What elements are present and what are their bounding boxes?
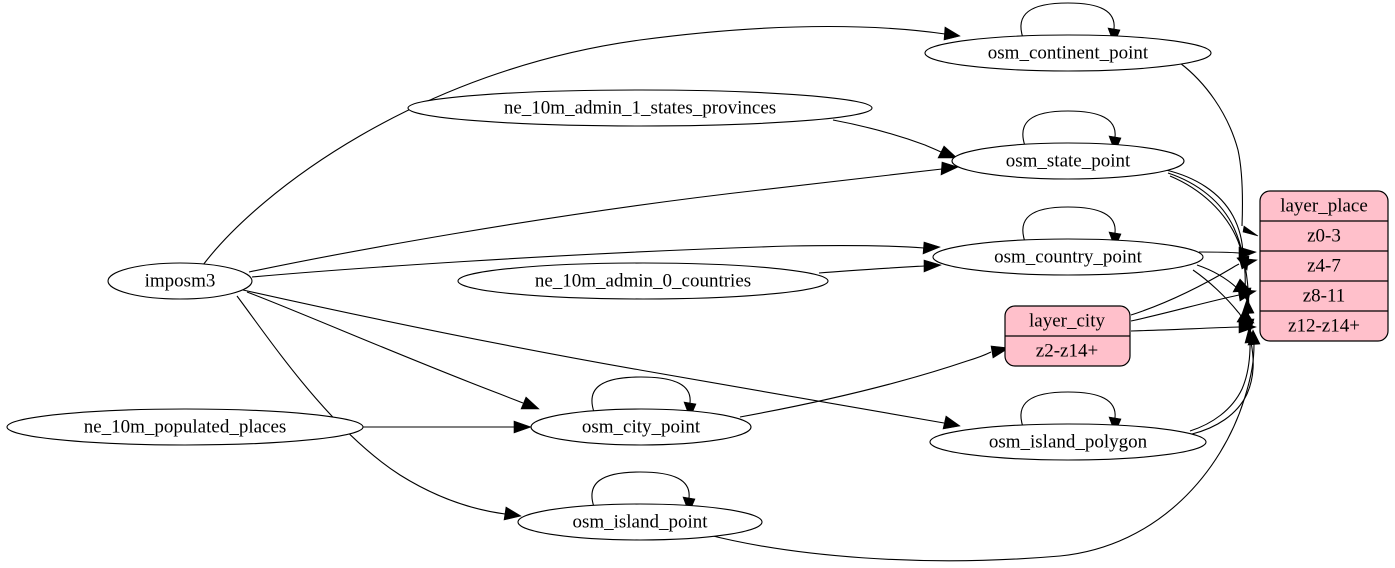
arrowhead: [942, 415, 961, 430]
edge-imposm3-to-osm-island-polygon: [242, 289, 945, 424]
arrowhead: [937, 145, 958, 159]
edge-imposm3-to-osm-city-point: [246, 291, 524, 404]
node-shape[interactable]: [107, 262, 253, 300]
node-shape[interactable]: [530, 408, 752, 446]
edge-imposm3-to-osm-island-point: [236, 295, 506, 515]
node-label: ne_10m_admin_0_countries: [535, 270, 751, 291]
node-osm-island-point[interactable]: osm_island_point: [517, 503, 763, 541]
edge-ne-states-to-osm-state-point: [832, 119, 942, 153]
node-shape[interactable]: [457, 262, 829, 300]
edge-imposm3-to-osm-state-point: [248, 168, 943, 273]
edge-osm-island-polygon-to-layer-place-z12-z14: [1191, 341, 1254, 435]
selfloop-osm-city-point: [591, 376, 691, 413]
arrowhead: [1237, 288, 1257, 302]
selfloop-osm-continent-point: [1020, 2, 1115, 39]
node-osm-state-point[interactable]: osm_state_point: [951, 142, 1185, 180]
node-label: osm_island_polygon: [989, 431, 1148, 452]
arrowhead: [1236, 308, 1255, 324]
layer-place-row-z12-z14[interactable]: z12-z14+: [1288, 315, 1360, 336]
edge-osm-state-point-to-layer-place-z8-11: [1167, 172, 1246, 290]
record-node-layer: layer_place z0-3 z4-7 z8-11 z12-z14+ lay…: [1004, 190, 1389, 367]
node-ne-10m-admin-0-countries[interactable]: ne_10m_admin_0_countries: [457, 262, 829, 300]
node-ne-10m-populated-places[interactable]: ne_10m_populated_places: [6, 408, 364, 446]
edge-layer-city-to-layer-place-z4-7: [1130, 263, 1240, 316]
node-shape[interactable]: [407, 89, 873, 127]
layer-city-title: layer_city: [1029, 310, 1105, 331]
node-label: ne_10m_populated_places: [84, 416, 287, 437]
edge-ne-countries-to-osm-country-point: [818, 265, 925, 274]
arrowhead: [923, 259, 942, 273]
edge-imposm3-to-osm-continent-point: [202, 25, 946, 266]
node-shape[interactable]: [929, 423, 1207, 461]
layer-place-row-z8-11[interactable]: z8-11: [1303, 285, 1346, 306]
arrowhead: [943, 26, 961, 41]
arrowhead: [1247, 329, 1261, 346]
edge-osm-country-point-to-layer-place-z12-z14: [1192, 269, 1243, 319]
arrowhead: [1238, 246, 1257, 260]
node-osm-city-point[interactable]: osm_city_point: [530, 408, 752, 446]
edge-osm-state-point-to-layer-place-z12-z14: [1169, 175, 1250, 321]
node-label: osm_country_point: [994, 246, 1142, 267]
edge-imposm3-to-osm-country-point: [251, 245, 925, 278]
node-layer: imposm3 ne_10m_admin_1_states_provinces …: [6, 34, 1212, 541]
arrowhead: [520, 396, 540, 410]
edge-layer-city-to-layer-place-z12-z14: [1130, 326, 1240, 332]
node-label: ne_10m_admin_1_states_provinces: [504, 97, 776, 118]
node-label: osm_city_point: [582, 416, 701, 437]
node-osm-country-point[interactable]: osm_country_point: [932, 238, 1204, 276]
edge-osm-state-point-to-layer-place-z4-7: [1165, 169, 1244, 258]
node-osm-continent-point[interactable]: osm_continent_point: [924, 34, 1212, 72]
layer-place-row-z4-7[interactable]: z4-7: [1307, 255, 1341, 276]
selfloop-osm-island-point: [591, 471, 690, 508]
edge-osm-island-point-to-layer-place-z12-z14: [704, 343, 1255, 562]
edge-layer-city-to-layer-place-z8-11: [1130, 294, 1240, 322]
edge-osm-country-point-to-layer-place-z8-11: [1196, 264, 1238, 289]
arrowhead: [1238, 320, 1257, 334]
node-imposm3[interactable]: imposm3: [107, 262, 253, 300]
node-osm-island-polygon[interactable]: osm_island_polygon: [929, 423, 1207, 461]
node-shape[interactable]: [517, 503, 763, 541]
edge-osm-country-point-to-layer-place-z4-7: [1198, 251, 1240, 254]
edge-osm-continent-point-to-layer-place-z0-3: [1179, 62, 1244, 227]
selfloop-osm-state-point: [1022, 110, 1116, 147]
arrowhead: [1242, 225, 1259, 237]
node-label: osm_continent_point: [988, 42, 1149, 63]
arrowhead: [940, 161, 959, 176]
node-shape[interactable]: [932, 238, 1204, 276]
selfloop-osm-island-polygon: [1020, 391, 1116, 428]
node-layer-place[interactable]: layer_place z0-3 z4-7 z8-11 z12-z14+: [1259, 190, 1389, 342]
arrowhead: [513, 420, 532, 434]
arrowhead: [1238, 257, 1258, 270]
layer-place-row-z0-3[interactable]: z0-3: [1307, 225, 1341, 246]
arrowhead: [922, 241, 941, 255]
layer-city-row-z2-z14[interactable]: z2-z14+: [1036, 340, 1098, 361]
selfloop-osm-country-point: [1022, 206, 1116, 243]
node-layer-city[interactable]: layer_city z2-z14+: [1004, 305, 1131, 367]
node-shape[interactable]: [924, 34, 1212, 72]
arrowhead: [1241, 298, 1255, 315]
node-shape[interactable]: [6, 408, 364, 446]
layer-place-title: layer_place: [1280, 195, 1368, 216]
node-label: osm_island_point: [572, 511, 708, 532]
node-label: imposm3: [145, 270, 216, 291]
node-shape[interactable]: [951, 142, 1185, 180]
node-label: osm_state_point: [1006, 150, 1131, 171]
node-ne-10m-admin-1-states-provinces[interactable]: ne_10m_admin_1_states_provinces: [407, 89, 873, 127]
edge-osm-city-point-to-layer-city: [739, 351, 992, 418]
arrowhead: [503, 506, 522, 521]
edge-layer: [202, 2, 1261, 562]
layer-place-box[interactable]: [1259, 190, 1389, 342]
